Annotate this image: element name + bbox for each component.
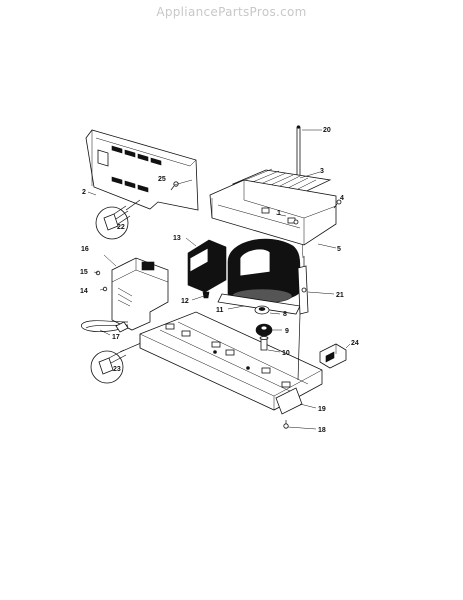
part-fan-9[interactable] (255, 323, 273, 337)
part-electrical-box[interactable] (111, 257, 169, 331)
callout-20: 20 (323, 127, 331, 134)
callout-19: 19 (318, 406, 326, 413)
callout-16: 16 (81, 246, 89, 253)
callout-9: 9 (285, 328, 289, 335)
callout-23: 23 (113, 366, 121, 373)
louver-upper (111, 145, 162, 166)
callout-8: 8 (283, 311, 287, 318)
callout-21: 21 (336, 292, 344, 299)
callout-13: 13 (173, 235, 181, 242)
callout-10: 10 (282, 350, 290, 357)
callout-3: 3 (320, 168, 324, 175)
callout-25: 25 (158, 176, 166, 183)
callout-15: 15 (80, 269, 88, 276)
watermark: AppliancePartsPros.com (156, 5, 307, 19)
callout-5: 5 (337, 246, 341, 253)
part-screw-18[interactable] (283, 420, 289, 429)
callout-labels: 1 2 3 4 5 8 9 10 11 12 13 14 15 16 17 18… (80, 127, 359, 434)
part-drain-pan[interactable] (209, 179, 337, 246)
callout-4: 4 (340, 195, 344, 202)
callout-2: 2 (82, 189, 86, 196)
part-base-plate[interactable] (139, 311, 323, 415)
part-power-cord[interactable] (81, 320, 129, 333)
leader-lines (87, 129, 351, 430)
part-screw-4[interactable] (333, 199, 342, 209)
part-grommet-8[interactable] (254, 305, 270, 315)
callout-14: 14 (80, 288, 88, 295)
callout-22: 22 (117, 224, 125, 231)
callout-24: 24 (351, 340, 359, 347)
part-screw-12[interactable] (202, 291, 210, 299)
part-connector-inset-23[interactable] (90, 339, 149, 384)
callout-1: 1 (277, 210, 281, 217)
part-compressor[interactable] (217, 238, 301, 315)
callout-12: 12 (181, 298, 189, 305)
part-bracket-24[interactable] (319, 343, 347, 369)
callout-17: 17 (112, 334, 120, 341)
part-connector-inset-22[interactable] (95, 199, 141, 240)
callout-18: 18 (318, 427, 326, 434)
part-rear-cover-panel[interactable] (85, 129, 199, 211)
callout-11: 11 (216, 307, 224, 314)
part-start-relay[interactable] (187, 239, 227, 293)
louver-lower (111, 176, 149, 193)
part-thermostat[interactable] (297, 256, 309, 381)
part-bolt-10[interactable] (259, 336, 269, 351)
